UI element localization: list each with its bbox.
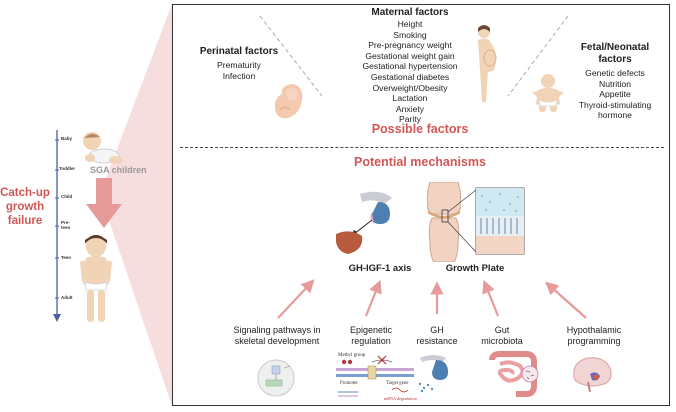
- gh-igf1-axis-label: GH-IGF-1 axis: [348, 263, 412, 274]
- stage-label-teen: Teen: [61, 255, 72, 260]
- gh-receptor-icon: [418, 355, 448, 393]
- perinatal-factors: Perinatal factors Prematurity Infection: [184, 46, 294, 81]
- maternal-item: Gestational weight gain: [365, 50, 455, 61]
- mechanism-label-line: resistance: [416, 336, 458, 346]
- maternal-factors: Maternal factors Height Smoking Pre-preg…: [340, 7, 480, 125]
- possible-factors-heading: Possible factors: [371, 122, 469, 136]
- maternal-item: Parity: [399, 114, 421, 125]
- stage-label-baby: Baby: [61, 136, 73, 141]
- fetal-title-line-1: Fetal/Neonatal: [580, 42, 650, 53]
- failure-label-line-2: growth: [5, 201, 45, 213]
- mrna-degradation-text: mRNA degradation: [384, 396, 418, 401]
- target-gene-text: Target gene: [386, 381, 408, 386]
- maternal-item: Smoking: [393, 29, 427, 40]
- mechanism-gh-resistance-label: GH resistance: [410, 325, 464, 347]
- mechanism-label-line: microbiota: [481, 336, 523, 346]
- pituitary-liver-icon: [336, 191, 392, 254]
- maternal-item: Lactation: [392, 93, 428, 104]
- growth-plate-label: Growth Plate: [445, 263, 505, 274]
- mechanism-label-line: GH: [430, 325, 444, 335]
- section-divider: [180, 147, 664, 148]
- growth-ruler: [53, 130, 61, 322]
- fetal-neonatal-factors: Fetal/Neonatal factors Genetic defects N…: [566, 42, 664, 121]
- brain-icon: [573, 357, 612, 393]
- mechanism-label-line: Epigenetic: [349, 325, 393, 335]
- mechanism-gut-microbiota-label: Gut microbiota: [472, 325, 532, 347]
- pregnant-woman-icon: [478, 25, 497, 102]
- mechanism-label-line: skeletal development: [234, 336, 320, 346]
- mechanism-epigenetic-label: Epigenetic regulation: [336, 325, 406, 347]
- mechanism-signaling-label: Signaling pathways in skeletal developme…: [222, 325, 332, 347]
- methyl-group-text: Methyl group: [338, 353, 366, 358]
- perinatal-item: Infection: [222, 70, 256, 81]
- mechanism-hypothalamic-label: Hypothalamic programming: [552, 325, 636, 347]
- fetal-item: Nutrition: [599, 78, 631, 89]
- fetal-title-line-2: factors: [598, 54, 632, 65]
- factor-dividers: [259, 15, 569, 97]
- maternal-item: Gestational hypertension: [362, 61, 458, 72]
- intestine-icon: [489, 351, 539, 397]
- potential-mechanisms-heading: Potential mechanisms: [354, 155, 486, 169]
- maternal-item: Pre-pregnancy weight: [368, 40, 452, 51]
- knee-joint-growth-plate-icon: [426, 182, 525, 262]
- mechanism-label-line: Hypothalamic: [566, 325, 622, 335]
- cell-signaling-icon: [257, 359, 295, 397]
- sga-label: SGA children: [90, 165, 147, 175]
- baby-icon: [83, 132, 123, 164]
- failure-label-line-1: Catch-up: [0, 187, 50, 199]
- fetal-item: Appetite: [599, 89, 631, 100]
- maternal-item: Height: [397, 19, 423, 29]
- failure-label-line-3: failure: [7, 215, 43, 227]
- mechanism-arrows: [277, 279, 587, 319]
- maternal-title: Maternal factors: [371, 7, 449, 18]
- dna-methylation-icon: Methyl group Promoter Target gene mRNA d…: [336, 353, 418, 401]
- mechanism-label-line: regulation: [351, 336, 391, 346]
- mechanism-label-line: programming: [567, 336, 621, 346]
- mechanism-label-line: Signaling pathways in: [233, 325, 321, 335]
- fetal-item: Thyroid-stimulating: [578, 99, 652, 110]
- child-icon: [80, 235, 112, 322]
- maternal-item: Anxiety: [395, 103, 425, 114]
- stage-label-toddler: Toddler: [59, 166, 76, 171]
- factors-mechanisms-frame: [172, 4, 670, 406]
- perinatal-item: Prematurity: [217, 60, 261, 70]
- infant-icon: [532, 74, 564, 112]
- perinatal-title: Perinatal factors: [199, 46, 279, 57]
- mechanism-label-line: Gut: [494, 325, 510, 335]
- stage-label-adult: Adult: [61, 295, 73, 300]
- stage-label-preteen: Pre-teen: [61, 220, 71, 230]
- stage-label-child: Child: [61, 194, 73, 199]
- fetal-item: hormone: [598, 110, 632, 121]
- catch-up-growth-failure-label: Catch-up growth failure: [0, 186, 50, 228]
- fetal-item: Genetic defects: [585, 68, 645, 78]
- fetus-icon: [274, 84, 303, 119]
- maternal-item: Gestational diabetes: [370, 71, 450, 82]
- down-arrow-icon: [86, 178, 122, 228]
- promoter-text: Promoter: [340, 381, 358, 386]
- maternal-item: Overweight/Obesity: [372, 82, 448, 93]
